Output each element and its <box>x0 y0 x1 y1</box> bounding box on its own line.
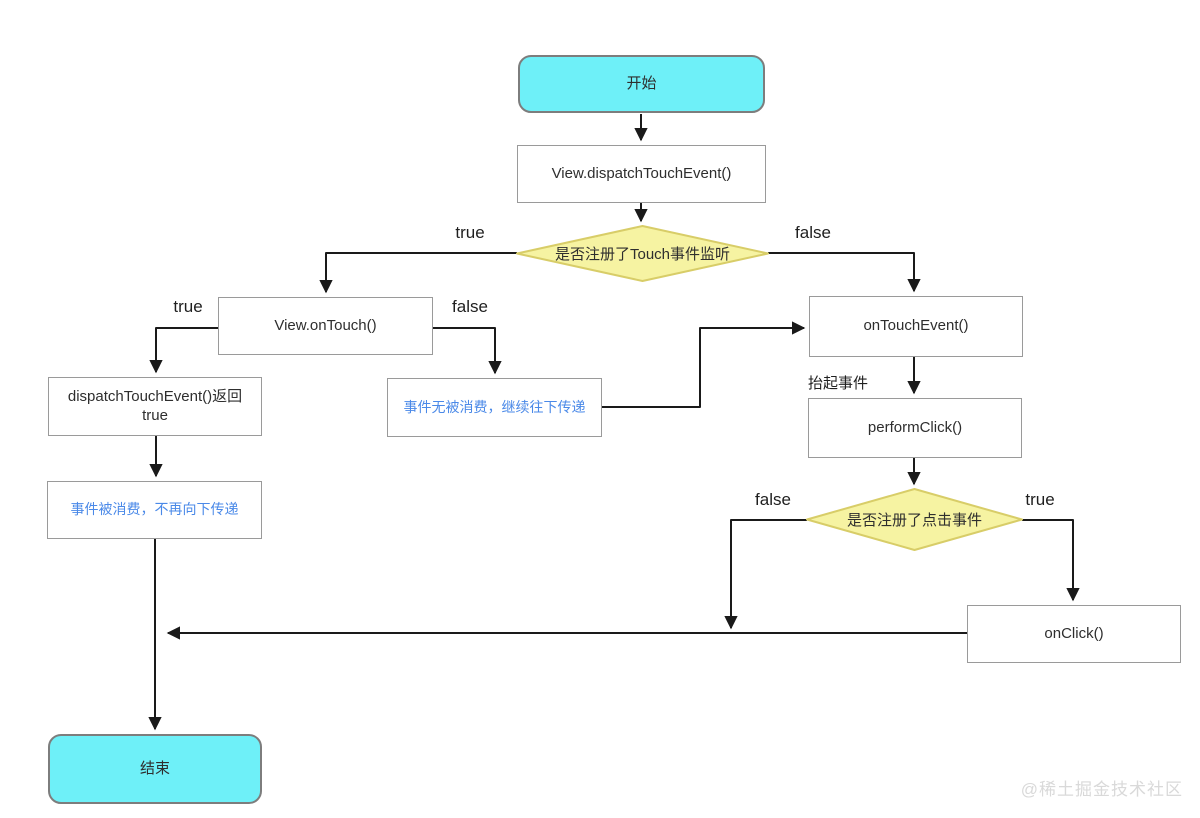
edge-label-lift-event: 抬起事件 <box>808 375 869 392</box>
edge-touch-decision-false-to-ontouchevent <box>768 252 921 293</box>
node-start: 开始 <box>518 55 765 113</box>
node-event-consumed: 事件被消费，不再向下传递 <box>47 481 262 539</box>
node-event-not-consumed: 事件无被消费，继续往下传递 <box>387 378 602 437</box>
node-end: 结束 <box>48 734 262 804</box>
node-ontouchevent: onTouchEvent() <box>809 296 1023 357</box>
decision-click-listener-label: 是否注册了点击事件 <box>846 512 982 529</box>
decision-touch-listener-label: 是否注册了Touch事件监听 <box>554 246 731 263</box>
edge-not-consumed-to-ontouchevent <box>602 321 806 408</box>
decision-touch-listener-shape <box>516 225 769 282</box>
node-dispatch-return-true: dispatchTouchEvent()返回true <box>48 377 262 436</box>
node-view-ontouch: View.onTouch() <box>218 297 433 355</box>
node-onclick: onClick() <box>967 605 1181 663</box>
edge-touch-decision-true-to-ontouch <box>319 252 517 294</box>
edge-label-ontouch-true: true <box>173 297 203 316</box>
edge-label-touch-false: false <box>795 223 831 242</box>
edge-ontouch-false-to-not-consumed <box>433 327 502 375</box>
edge-label-click-true: true <box>1025 490 1055 509</box>
edge-click-decision-false-down <box>724 519 807 630</box>
watermark: @稀土掘金技术社区 <box>1020 780 1183 799</box>
node-performclick: performClick() <box>808 398 1022 458</box>
edge-click-decision-true-to-onclick <box>1022 519 1080 602</box>
edge-label-touch-true: true <box>455 223 485 242</box>
decision-click-listener-shape <box>806 488 1023 551</box>
node-view-dispatchtouchevent: View.dispatchTouchEvent() <box>517 145 766 203</box>
edge-label-click-false: false <box>755 490 791 509</box>
edge-ontouch-true-to-return-true <box>149 327 218 374</box>
edge-label-ontouch-false: false <box>452 297 488 316</box>
